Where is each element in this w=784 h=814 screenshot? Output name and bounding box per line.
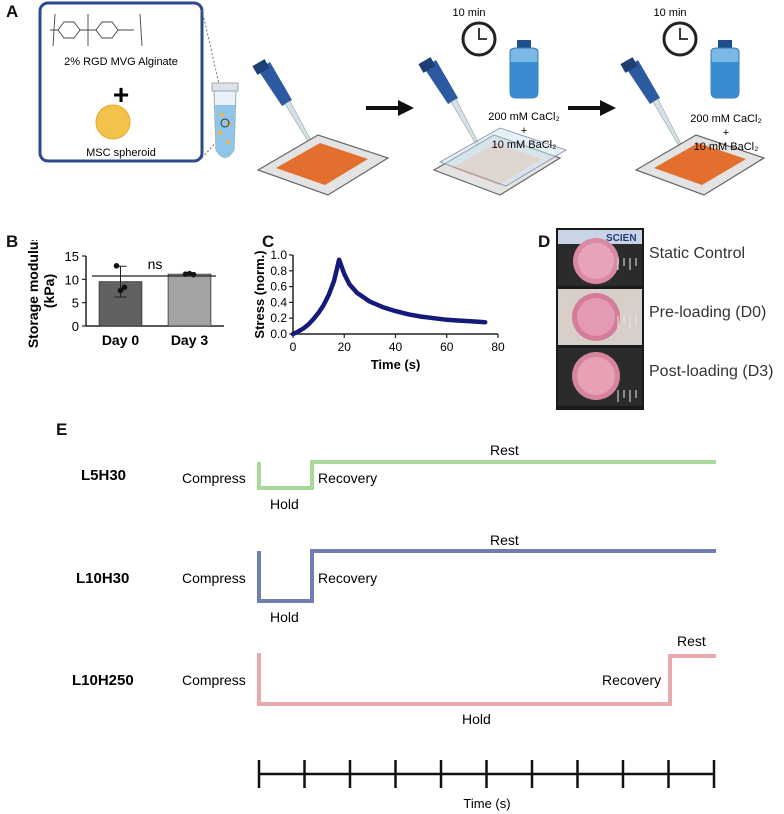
bottle-icon — [509, 40, 539, 99]
data-point — [121, 284, 128, 291]
y-tick-label: 0 — [72, 319, 79, 334]
protocol-l10h250: L10H250 Compress Hold Recovery Rest — [72, 633, 716, 727]
x-tick-label: 0 — [290, 340, 297, 354]
time-axis-label: Time (s) — [463, 796, 510, 811]
y-tick-label: 1.0 — [270, 248, 287, 262]
significance-label: ns — [148, 256, 163, 272]
y-tick-label: 5 — [72, 296, 79, 311]
x-tick-label: 40 — [389, 340, 403, 354]
hold-label: Hold — [462, 711, 491, 727]
y-tick-label: 0.6 — [270, 280, 287, 294]
x-tick-label: Day 0 — [102, 332, 140, 348]
x-tick-label: 80 — [491, 340, 505, 354]
clock-icon — [662, 21, 698, 57]
panel-a-schematic: 2% RGD MVG Alginate + MSC spheroid 10 mi… — [38, 1, 766, 196]
bar — [167, 273, 212, 327]
photo-label-post-loading: Post-loading (D3) — [649, 363, 774, 380]
protocol-name: L10H250 — [72, 672, 134, 689]
well-plate-gel-icon — [432, 127, 567, 196]
y-tick-label: 0.2 — [270, 311, 287, 325]
protocol-l10h30: L10H30 Compress Hold Recovery Rest — [76, 532, 716, 625]
svg-text:SCIEN: SCIEN — [606, 233, 637, 244]
panel-label-b: B — [6, 232, 19, 251]
panel-label-c: C — [262, 232, 275, 251]
bottle-icon — [710, 40, 740, 99]
y-tick-label: 0.8 — [270, 264, 287, 278]
spheroid-label: MSC spheroid — [86, 147, 156, 159]
plus-sign: + — [113, 79, 129, 110]
pipette-icon — [252, 59, 317, 152]
protocol-name: L5H30 — [81, 467, 126, 484]
step1-solution-line2: + — [521, 125, 527, 137]
protocol-l5h30: L5H30 Compress Hold Recovery Rest — [81, 442, 716, 512]
data-point — [117, 287, 124, 294]
photo-label-static-control: Static Control — [649, 245, 746, 262]
y-tick-label: 15 — [65, 249, 79, 264]
panel-label-a: A — [6, 2, 19, 21]
well-plate-icon — [634, 134, 766, 196]
data-point — [190, 271, 197, 278]
panel-label-e: E — [56, 420, 68, 439]
msc-spheroid-icon — [95, 104, 131, 140]
compress-label: Compress — [182, 672, 246, 688]
y-tick-label: 0.4 — [270, 295, 287, 309]
hold-label: Hold — [270, 496, 299, 512]
y-tick-label: 0.0 — [270, 327, 287, 341]
material-box — [38, 1, 204, 163]
y-axis-label-line2: (kPa) — [41, 274, 57, 308]
x-tick-label: 60 — [440, 340, 454, 354]
hydrogel-photo-pre-loading — [558, 289, 642, 345]
step2-solution-line1: 200 mM CaCl₂ — [690, 113, 762, 125]
step2-solution-line2: + — [723, 127, 729, 139]
protocol-trace — [257, 549, 716, 603]
x-tick-label: 20 — [338, 340, 352, 354]
material-label: 2% RGD MVG Alginate — [64, 56, 178, 68]
x-tick-label: Day 3 — [171, 332, 209, 348]
data-point — [113, 263, 120, 269]
protocol-trace — [257, 460, 716, 490]
step2-solution-line3: 10 mM BaCl₂ — [694, 141, 759, 153]
photo-label-pre-loading: Pre-loading (D0) — [649, 304, 767, 321]
recovery-label: Recovery — [318, 470, 377, 486]
x-axis-label: Time (s) — [371, 357, 421, 372]
loading-protocol-diagrams: L5H30 Compress Hold Recovery Rest L10H30… — [72, 442, 716, 811]
compress-label: Compress — [182, 570, 246, 586]
time-axis — [257, 760, 716, 788]
protocol-name: L10H30 — [76, 570, 129, 587]
hydrogel-photo-post-loading — [558, 348, 642, 406]
pipette-icon — [620, 57, 685, 152]
alginate-structure-icon — [50, 13, 143, 47]
rest-label: Rest — [677, 633, 706, 649]
step1-time: 10 min — [452, 7, 485, 19]
step1-solution-line1: 200 mM CaCl₂ — [488, 111, 560, 123]
hold-label: Hold — [270, 609, 299, 625]
step2-time: 10 min — [653, 7, 686, 19]
stress-series-line — [290, 257, 488, 337]
protocol-trace — [257, 653, 716, 706]
hydrogel-photographs: SCIEN — [556, 228, 644, 410]
panel-label-d: D — [538, 232, 551, 251]
step1-solution-line3: 10 mM BaCl₂ — [492, 139, 557, 151]
y-axis-label: Stress (norm.) — [252, 250, 267, 338]
clock-icon — [461, 21, 497, 57]
y-tick-label: 10 — [65, 272, 79, 287]
recovery-label: Recovery — [602, 672, 661, 688]
tube-icon — [211, 82, 239, 158]
compress-label: Compress — [182, 470, 246, 486]
rest-label: Rest — [490, 532, 519, 548]
pipette-icon — [418, 57, 483, 152]
y-axis-label-line1: Storage modulus — [25, 240, 41, 348]
rest-label: Rest — [490, 442, 519, 458]
hydrogel-photo-static: SCIEN — [558, 230, 642, 286]
well-plate-icon — [256, 134, 390, 196]
recovery-label: Recovery — [318, 570, 377, 586]
